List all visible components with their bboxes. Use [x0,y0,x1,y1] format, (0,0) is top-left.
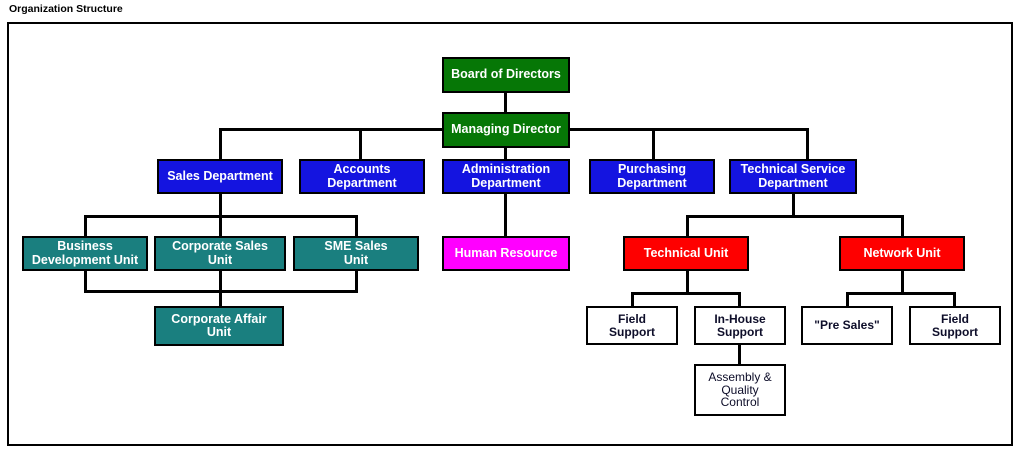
node-corporate-sales-unit[interactable]: Corporate Sales Unit [154,236,286,271]
node-board-of-directors[interactable]: Board of Directors [442,57,570,93]
node-accounts-department[interactable]: Accounts Department [299,159,425,194]
connector-technical-service-drop [792,194,795,217]
connector-business-dev-down [84,271,87,293]
connector-bus-to-pre-sales [846,292,849,306]
connector-bus-to-field-support [631,292,634,306]
connector-bus-to-corporate-sales [219,215,222,236]
connector-bus-to-technical-unit [686,215,689,236]
connector-board-to-md [504,92,507,112]
node-network-field-support[interactable]: Field Support [909,306,1001,345]
connector-bus-to-technical-service [806,128,809,159]
node-technical-service-department[interactable]: Technical Service Department [729,159,857,194]
connector-network-unit-drop [901,271,904,294]
node-human-resource[interactable]: Human Resource [442,236,570,271]
connector-md-drop [504,147,507,159]
connector-bus-to-in-house-support [738,292,741,306]
node-administration-department[interactable]: Administration Department [442,159,570,194]
node-sales-department[interactable]: Sales Department [157,159,283,194]
node-technical-field-support[interactable]: Field Support [586,306,678,345]
node-pre-sales[interactable]: "Pre Sales" [801,306,893,345]
node-assembly-quality-control[interactable]: Assembly & Quality Control [694,364,786,416]
connector-bus-to-sales [219,128,222,159]
connector-bus-to-business-dev [84,215,87,236]
connector-bus-to-network-field-support [953,292,956,306]
connector-sme-sales-down [355,271,358,293]
connector-bus-to-accounts [359,128,362,159]
node-in-house-support[interactable]: In-House Support [694,306,786,345]
connector-in-house-to-assembly [738,345,741,364]
node-corporate-affair-unit[interactable]: Corporate Affair Unit [154,306,284,346]
node-managing-director[interactable]: Managing Director [442,112,570,148]
connector-bus-to-purchasing [652,128,655,159]
connector-bus-to-corporate-affair [219,290,222,306]
connector-technical-unit-drop [686,271,689,294]
connector-admin-to-hr [504,194,507,236]
node-sme-sales-unit[interactable]: SME Sales Unit [293,236,419,271]
node-network-unit[interactable]: Network Unit [839,236,965,271]
node-purchasing-department[interactable]: Purchasing Department [589,159,715,194]
connector-network-unit-bus [846,292,956,295]
connector-sales-drop [219,194,222,217]
connector-bus-to-sme-sales [355,215,358,236]
connector-corporate-sales-down [219,271,222,293]
node-business-development-unit[interactable]: Business Development Unit [22,236,148,271]
node-technical-unit[interactable]: Technical Unit [623,236,749,271]
connector-technical-unit-bus [631,292,741,295]
page-title: Organization Structure [9,3,123,15]
chart-frame [7,22,1013,446]
connector-bus-to-network-unit [901,215,904,236]
connector-technical-service-bus [686,215,904,218]
